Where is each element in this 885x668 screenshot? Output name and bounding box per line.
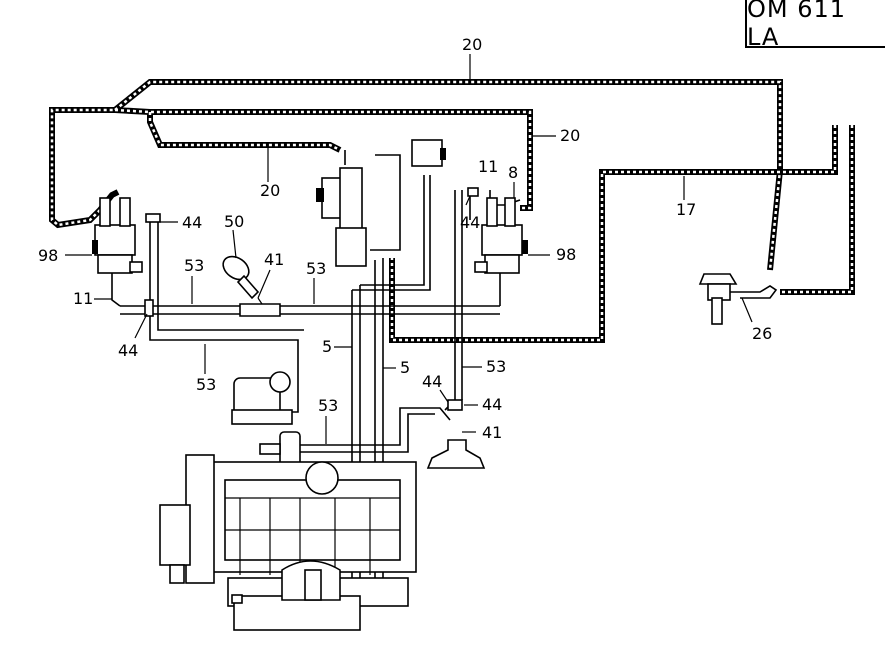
callout-11-right: 11 xyxy=(478,157,498,176)
callout-20-mid: 20 xyxy=(260,181,280,200)
pressure-converter-left xyxy=(65,197,143,274)
callout-5-left: 5 xyxy=(322,337,332,356)
vacuum-unit-50 xyxy=(222,229,260,300)
callout-44-upper-left: 44 xyxy=(182,213,202,232)
pressure-converter-right xyxy=(474,197,550,274)
callout-44-upper-right: 44 xyxy=(460,213,480,232)
callout-50: 50 xyxy=(224,212,244,231)
callout-5-right: 5 xyxy=(400,358,410,377)
callout-44-mid-left: 44 xyxy=(422,372,442,391)
hose-17 xyxy=(389,125,855,343)
callout-53-right: 53 xyxy=(486,357,506,376)
callout-44-lower-left: 44 xyxy=(118,341,138,360)
callout-11-left: 11 xyxy=(73,289,93,308)
callout-53-left-top: 53 xyxy=(184,256,204,275)
air-valve-26 xyxy=(698,273,778,325)
vacuum-unit-lower xyxy=(259,431,301,467)
callout-53-mid-top: 53 xyxy=(306,259,326,278)
callout-8: 8 xyxy=(508,163,518,182)
egr-valve-lower xyxy=(426,431,486,469)
turbo-actuator xyxy=(231,371,293,425)
switchover-valve-center xyxy=(316,139,446,267)
callout-26: 26 xyxy=(752,324,772,343)
callout-41-upper: 41 xyxy=(264,250,284,269)
t-fitting-41-upper xyxy=(239,269,281,317)
callout-98-right: 98 xyxy=(556,245,576,264)
callout-labels: 20 20 20 17 11 8 44 98 98 44 50 41 53 53… xyxy=(38,35,772,444)
callout-17: 17 xyxy=(676,200,696,219)
callout-98-left: 98 xyxy=(38,246,58,265)
valve-44-markers xyxy=(134,187,479,411)
callout-20-top: 20 xyxy=(462,35,482,54)
callout-41-lower: 41 xyxy=(482,423,502,442)
callout-20-right: 20 xyxy=(560,126,580,145)
hose-20 xyxy=(49,79,783,271)
callout-44-mid-right: 44 xyxy=(482,395,502,414)
callout-53-left-low: 53 xyxy=(196,375,216,394)
diagram-title: OM 611 LA xyxy=(745,0,885,51)
engine-block xyxy=(159,454,417,631)
callout-53-lower: 53 xyxy=(318,396,338,415)
